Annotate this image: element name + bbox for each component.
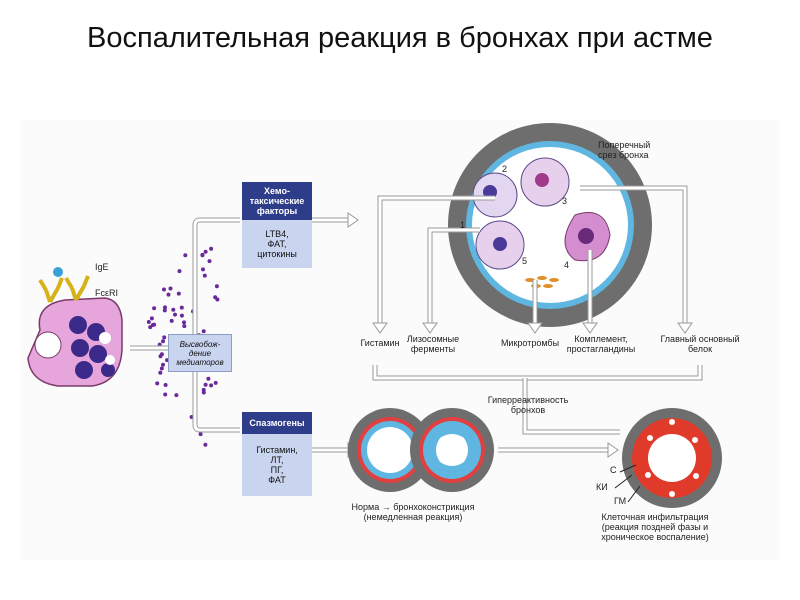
spasmogens-header: Спазмогены xyxy=(242,412,312,434)
infiltrated-bronchus xyxy=(622,408,722,508)
mediator-label-mbp: Главный основный белок xyxy=(660,334,740,354)
mediator-dot xyxy=(201,329,206,334)
spasmogens-body: Гистамин, ЛТ, ПГ, ФАТ xyxy=(242,434,312,496)
mediator-dot xyxy=(201,267,205,272)
mediator-dot xyxy=(150,323,155,327)
cell-number-5: 5 xyxy=(522,256,528,266)
mediator-dot xyxy=(209,383,214,388)
mediator-dot xyxy=(163,392,168,397)
marker-gm: ГМ xyxy=(614,496,627,506)
mediator-dot xyxy=(169,318,174,323)
mediator-label-microthrombi: Микротромбы xyxy=(500,338,560,348)
mediator-dot xyxy=(198,432,203,437)
mediator-dot xyxy=(179,305,184,310)
page-title: Воспалительная реакция в бронхах при аст… xyxy=(87,22,713,54)
bronchoconstriction-label: Норма → бронхоконстрикция (немедленная р… xyxy=(351,502,475,522)
marker-ki: КИ xyxy=(596,482,608,492)
mediator-dot xyxy=(203,249,208,254)
ige-label: IgE xyxy=(95,262,109,272)
mediator-dot xyxy=(162,308,167,313)
mediator-dot xyxy=(201,387,206,392)
cell-number-4: 4 xyxy=(564,260,570,270)
cross-section-label: Поперечный срез бронха xyxy=(598,140,651,160)
mediator-dot xyxy=(203,442,208,447)
mediator-dot xyxy=(209,246,214,251)
diagram-graphics xyxy=(27,123,722,508)
mediator-dot xyxy=(183,253,188,258)
mediator-dot xyxy=(146,320,151,324)
asthma-diagram: IgE FcεRI Высвобож- дение медиаторов Хем… xyxy=(20,120,780,560)
mediator-dot xyxy=(159,352,164,357)
mediator-dot xyxy=(159,366,164,371)
chemotactic-header: Хемо- таксические факторы xyxy=(242,182,312,220)
cell-number-2: 2 xyxy=(502,164,508,174)
mediator-dot xyxy=(176,291,181,296)
mediator-dot xyxy=(161,362,165,367)
mediator-dot xyxy=(177,269,182,274)
mediator-dot xyxy=(179,313,184,318)
infiltration-label: Клеточная инфильтрация (реакция поздней … xyxy=(601,512,709,542)
mediator-label-histamine: Гистамин xyxy=(360,338,400,348)
mediator-dot xyxy=(207,259,212,264)
mediator-dot xyxy=(214,284,219,289)
normal-bronchus xyxy=(348,408,432,492)
mediator-dot xyxy=(171,307,176,312)
cell-number-1: 1 xyxy=(460,220,466,230)
mediator-dot xyxy=(182,320,186,325)
receptor-label: FcεRI xyxy=(95,288,119,298)
mediator-dot xyxy=(182,324,187,329)
mediator-dot xyxy=(148,325,153,330)
mediator-dot xyxy=(168,286,173,291)
mediator-dot xyxy=(158,370,163,375)
mediator-label-complement: Комплемент, простагландины xyxy=(566,334,636,354)
mediator-dot xyxy=(166,292,171,297)
mediator-dot xyxy=(149,316,154,321)
mediator-dot xyxy=(203,382,208,387)
mediator-label-lysosomal: Лизосомные ферменты xyxy=(406,334,460,354)
mediator-dot xyxy=(213,295,218,300)
mediator-dot xyxy=(163,383,168,387)
constricted-bronchus xyxy=(410,408,494,492)
mediator-dot xyxy=(162,335,167,340)
mediator-dot xyxy=(152,306,157,311)
mediator-dot xyxy=(174,393,179,398)
marker-s: С xyxy=(610,465,617,475)
cell-number-3: 3 xyxy=(562,196,568,206)
mediator-dot xyxy=(213,380,218,385)
hyperreactivity-label: Гиперреактивность бронхов xyxy=(487,395,569,415)
mediator-dot xyxy=(163,305,167,310)
mediator-dot xyxy=(200,252,205,257)
mediator-dot xyxy=(155,381,160,386)
mediator-dot xyxy=(202,273,207,278)
mediator-dot xyxy=(162,287,166,292)
mediator-dot xyxy=(161,339,165,344)
chemotactic-body: LTB4, ФАТ, цитокины xyxy=(242,220,312,268)
mediator-dot xyxy=(206,376,211,381)
mast-cell xyxy=(27,267,123,387)
mediator-dot xyxy=(173,312,177,317)
mediator-release-box: Высвобож- дение медиаторов xyxy=(168,334,232,372)
